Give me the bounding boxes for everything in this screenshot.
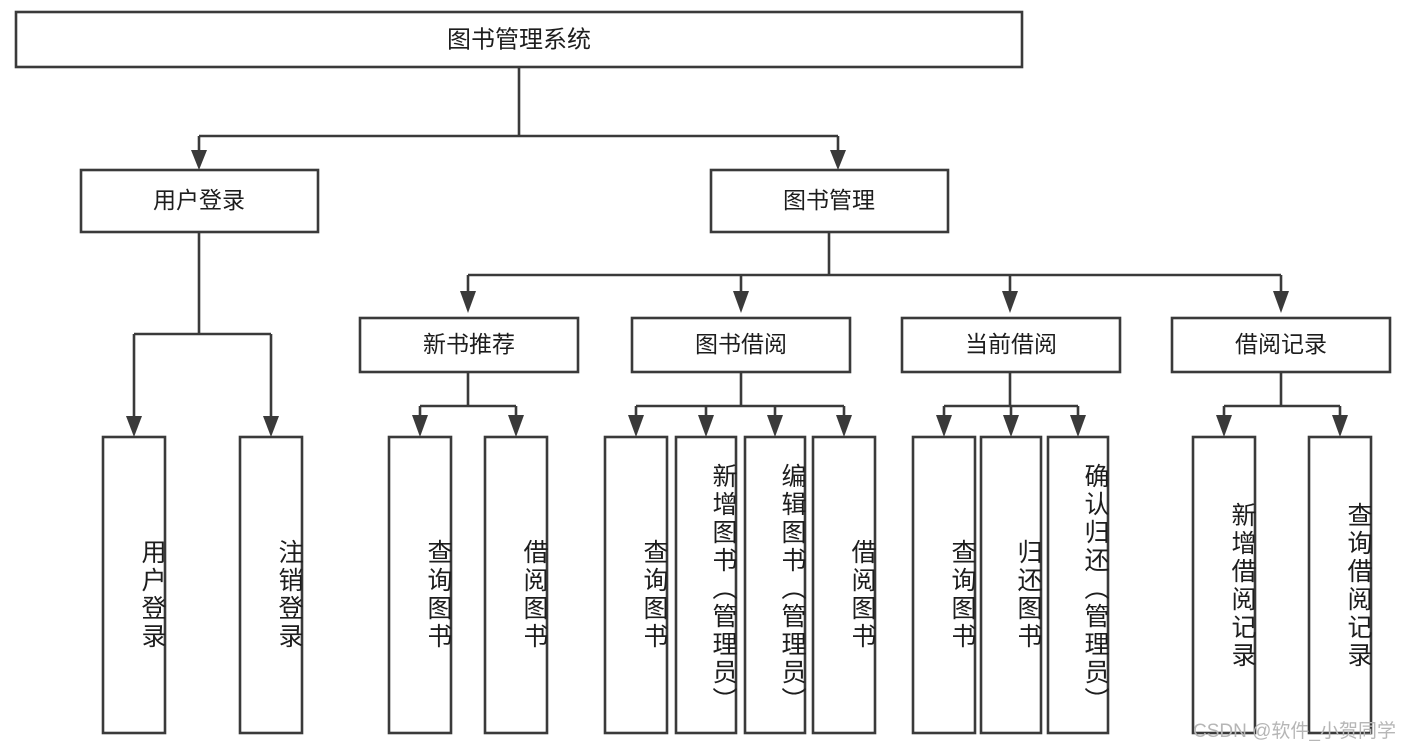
leaf-box-borrow-book-a[interactable] xyxy=(483,435,549,735)
connector-newbook-to-leaves xyxy=(412,372,524,437)
node-new-book-recommend-label: 新书推荐 xyxy=(423,331,515,357)
arrow-head-icon xyxy=(936,415,952,437)
leaf-box-add-record[interactable] xyxy=(1191,435,1257,735)
arrow-head-icon xyxy=(1002,291,1018,313)
arrow-head-icon xyxy=(460,291,476,313)
leaf-box-confirm-return[interactable] xyxy=(1046,435,1110,735)
connector-record-to-leaves xyxy=(1216,372,1348,437)
connector-current-to-leaves xyxy=(936,372,1086,437)
node-book-borrow-label: 图书借阅 xyxy=(695,331,787,357)
arrow-head-icon xyxy=(1216,415,1232,437)
arrow-head-icon xyxy=(191,150,207,170)
csdn-watermark: CSDN @软件_小贺同学 xyxy=(1193,721,1396,742)
node-user-login[interactable]: 用户登录 xyxy=(79,168,320,234)
connector-root-to-level2 xyxy=(191,67,846,170)
node-book-management-label: 图书管理 xyxy=(783,187,875,213)
arrow-head-icon xyxy=(733,291,749,313)
arrow-head-icon xyxy=(263,416,279,437)
node-book-management[interactable]: 图书管理 xyxy=(709,168,950,234)
connector-bookmgmt-to-level3 xyxy=(460,232,1289,313)
node-root-label: 图书管理系统 xyxy=(447,26,591,53)
connector-userlogin-to-leaves xyxy=(126,232,279,437)
node-current-borrow-label: 当前借阅 xyxy=(965,331,1057,357)
arrow-head-icon xyxy=(412,415,428,437)
leaf-box-query-book-b[interactable] xyxy=(603,435,669,735)
node-current-borrow[interactable]: 当前借阅 xyxy=(900,316,1122,374)
node-new-book-recommend[interactable]: 新书推荐 xyxy=(358,316,580,374)
arrow-head-icon xyxy=(830,150,846,170)
leaf-box-borrow-book-b[interactable] xyxy=(811,435,877,735)
node-book-borrow[interactable]: 图书借阅 xyxy=(630,316,852,374)
arrow-head-icon xyxy=(1003,415,1019,437)
leaf-box-add-book[interactable] xyxy=(674,435,738,735)
leaf-box-edit-book[interactable] xyxy=(743,435,807,735)
node-user-login-label: 用户登录 xyxy=(153,187,245,213)
leaf-box-query-record[interactable] xyxy=(1307,435,1373,735)
arrow-head-icon xyxy=(508,415,524,437)
arrow-head-icon xyxy=(836,415,852,437)
node-borrow-record-label: 借阅记录 xyxy=(1235,331,1327,357)
node-borrow-record[interactable]: 借阅记录 xyxy=(1170,316,1392,374)
leaf-box-logout[interactable] xyxy=(238,435,304,735)
leaf-box-query-book-c[interactable] xyxy=(911,435,977,735)
arrow-head-icon xyxy=(698,415,714,437)
arrow-head-icon xyxy=(1070,415,1086,437)
arrow-head-icon xyxy=(767,415,783,437)
leaf-box-return-book[interactable] xyxy=(979,435,1043,735)
connector-borrow-to-leaves xyxy=(628,372,852,437)
node-root-system[interactable]: 图书管理系统 xyxy=(14,10,1024,69)
arrow-head-icon xyxy=(1273,291,1289,313)
arrow-head-icon xyxy=(126,416,142,437)
leaf-box-query-book-a[interactable] xyxy=(387,435,453,735)
arrow-head-icon xyxy=(1332,415,1348,437)
arrow-head-icon xyxy=(628,415,644,437)
leaf-box-user-login[interactable] xyxy=(101,435,167,735)
